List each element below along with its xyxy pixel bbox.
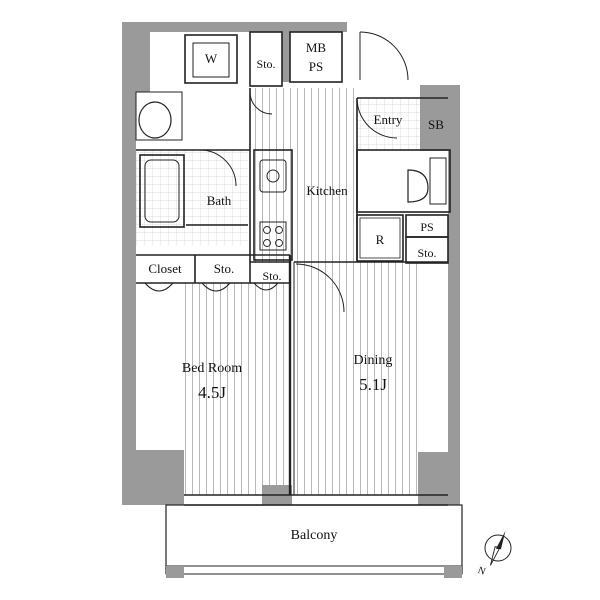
storage-bed-label: Sto. [214,261,235,276]
balcony-post-left [166,566,184,578]
balcony-post-right [444,566,462,578]
ps-right-label: PS [420,220,433,234]
ps-top-label: PS [309,59,323,74]
balcony [165,504,463,578]
dining-floor [294,262,418,495]
compass-north-label: N [476,565,487,578]
room-labels: W Sto. MB PS Entry SB Kitchen Bath PS R … [148,40,444,543]
storage-mid-label: Sto. [262,269,281,283]
wall-mb [282,32,290,82]
wall-right [448,85,460,505]
bath-label: Bath [207,193,232,208]
column-bottom-left [122,450,184,505]
balcony-railing [165,565,463,575]
dining-name-label: Dining [354,353,393,368]
refrigerator-label: R [376,232,385,247]
closet-label: Closet [148,261,182,276]
sb-label: SB [428,117,444,132]
bedroom-name-label: Bed Room [182,361,242,376]
column-top-left [122,22,150,92]
bedroom-size-label: 4.5J [198,383,226,402]
kitchen-floor [292,88,354,263]
hall-floor [252,88,292,263]
balcony-label: Balcony [291,528,338,543]
wall-sb [420,85,448,151]
compass-icon: N [476,530,512,578]
dining-size-label: 5.1J [359,375,387,394]
entry-label: Entry [374,112,403,127]
kitchen-label: Kitchen [306,183,348,198]
entry-floor [357,98,420,150]
wall-left-top [122,22,136,492]
floor-finishes [136,88,420,495]
storage-top-label: Sto. [256,57,275,71]
mb-label: MB [306,40,327,55]
structural-walls [122,22,460,505]
column-bottom-right [418,452,460,505]
bedroom-floor [184,283,288,495]
wall-top [122,22,347,32]
storage-right-label: Sto. [417,246,436,260]
doors [144,31,409,313]
washer-label: W [205,51,218,66]
